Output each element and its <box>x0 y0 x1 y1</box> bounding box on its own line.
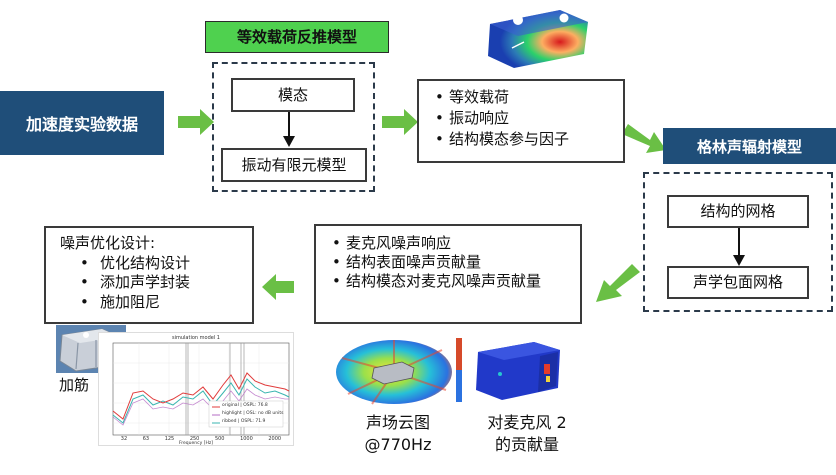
arrow-inverse-to-results <box>382 109 418 135</box>
tick-label: 500 <box>214 436 225 442</box>
green-model-title: 格林声辐射模型 <box>663 128 836 164</box>
plot-title: simulation model 1 <box>172 335 220 341</box>
plot-xticks: 32 63 125 250 500 1000 2000 <box>113 436 289 442</box>
arrow-mesh-to-acoustic <box>733 255 745 266</box>
mic-contribution-caption: 对麦克风 2 的贡献量 <box>472 412 582 455</box>
sound-field-caption: 声场云图 @770Hz <box>343 412 453 455</box>
tick-label: 63 <box>142 436 150 442</box>
fe-model-box: 振动有限元模型 <box>221 148 367 182</box>
arrow-input-to-inverse <box>178 109 214 135</box>
struct-mesh-box: 结构的网格 <box>667 195 809 228</box>
list-item: 麦克风噪声响应 <box>330 234 572 253</box>
plot-svg <box>112 342 290 436</box>
struct-mesh-label: 结构的网格 <box>700 202 776 221</box>
tick-label: 250 <box>189 436 200 442</box>
input-label: 加速度实验数据 <box>25 115 138 134</box>
list-item: 结构模态参与因子 <box>433 129 615 150</box>
plot-xlabel: Frequency [Hz] <box>179 441 213 446</box>
list-item: 结构模态对麦克风噪声贡献量 <box>330 272 572 291</box>
legend-item: highlight | OSL: no dB units <box>222 411 284 416</box>
input-box: 加速度实验数据 <box>0 91 164 155</box>
mic-contribution-caption-line1: 对麦克风 2 <box>487 413 567 432</box>
mic-contribution-caption-line2: 的贡献量 <box>494 434 559 454</box>
green-model-title-text: 格林声辐射模型 <box>696 137 802 156</box>
design-title: 噪声优化设计: <box>60 234 156 252</box>
sound-field-caption-line2: @770Hz <box>364 434 432 454</box>
list-item: 添加声学封装 <box>78 273 242 293</box>
arrow-results-to-green <box>622 124 666 153</box>
sound-field-image <box>332 332 468 408</box>
tick-label: 1000 <box>240 436 253 442</box>
list-item: 等效载荷 <box>433 87 615 108</box>
vibration-heatmap-image <box>488 10 588 68</box>
results-list-1: 等效载荷 振动响应 结构模态参与因子 <box>433 87 615 150</box>
inverse-model-group <box>212 62 375 192</box>
fe-model-label: 振动有限元模型 <box>241 155 347 174</box>
mic-contribution-image <box>476 342 560 400</box>
plot-legend: original | OSPL: 76.8 highlight | OSL: n… <box>222 402 284 426</box>
design-list: 优化结构设计 添加声学封装 施加阻尼 <box>60 254 242 313</box>
design-box: 噪声优化设计: 优化结构设计 添加声学封装 施加阻尼 <box>44 226 254 324</box>
list-item: 振动响应 <box>433 108 615 129</box>
legend-item: ribbed | OSPL: 71.9 <box>222 419 266 424</box>
tick-label: 32 <box>120 436 128 442</box>
modal-box: 模态 <box>231 78 355 112</box>
results-box-1: 等效载荷 振动响应 结构模态参与因子 <box>417 79 625 163</box>
green-model-group <box>643 172 833 312</box>
list-item: 施加阻尼 <box>78 293 242 313</box>
modal-label: 模态 <box>277 85 308 104</box>
arrow-modal-to-fe <box>283 136 295 147</box>
sound-field-caption-line1: 声场云图 <box>365 413 430 432</box>
results-box-2: 麦克风噪声响应 结构表面噪声贡献量 结构模态对麦克风噪声贡献量 <box>314 224 582 324</box>
noise-plot: simulation model 1 original | OSPL: 76.8… <box>98 332 294 446</box>
acoustic-mesh-box: 声学包面网格 <box>667 266 809 299</box>
list-item: 结构表面噪声贡献量 <box>330 253 572 272</box>
legend-item: original | OSPL: 76.8 <box>222 403 268 408</box>
inverse-model-title: 等效载荷反推模型 <box>205 21 389 53</box>
rib-caption: 加筋 <box>59 376 90 394</box>
arrow-green-to-results2 <box>596 264 640 302</box>
results-list-2: 麦克风噪声响应 结构表面噪声贡献量 结构模态对麦克风噪声贡献量 <box>330 234 572 292</box>
tick-label: 125 <box>164 436 175 442</box>
arrow-results2-to-design <box>262 274 294 300</box>
acoustic-mesh-label: 声学包面网格 <box>692 273 783 292</box>
list-item: 优化结构设计 <box>78 254 242 274</box>
inverse-model-title-text: 等效载荷反推模型 <box>236 27 357 46</box>
tick-label: 2000 <box>268 436 282 442</box>
